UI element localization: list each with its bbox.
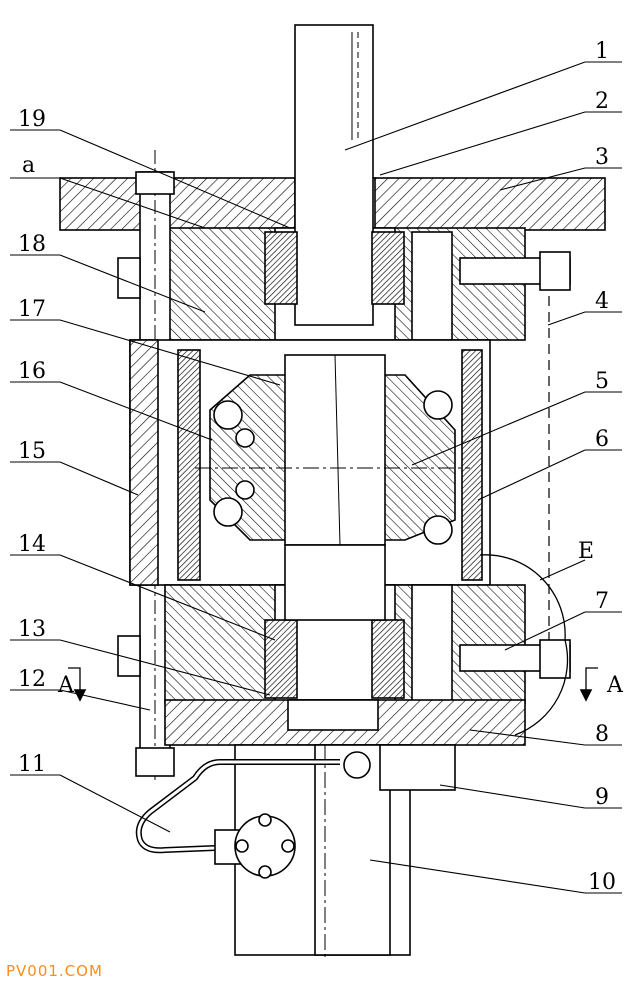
upper-bearing-right [371,231,405,305]
ball [423,390,453,420]
drawing-geometry [10,24,622,960]
label-11: 11 [18,752,46,777]
ball [213,497,243,527]
label-10: 10 [588,870,616,895]
label-4: 4 [595,289,609,314]
main-shaft [294,24,374,326]
label-7: 7 [595,589,609,614]
label-18: 18 [18,232,46,257]
label-8: 8 [595,722,609,747]
detail-circle-e [479,554,569,736]
label-9: 9 [595,785,609,810]
leader-lines [10,61,622,894]
upper-bearing-left [264,231,298,305]
lower-bearing-left [264,619,298,699]
label-15: 15 [18,439,46,464]
label-19: 19 [18,107,46,132]
label-16: 16 [18,359,46,384]
label-5: 5 [595,369,609,394]
label-14: 14 [18,532,46,557]
label-13: 13 [18,617,46,642]
label-a: a [22,153,35,178]
label-2: 2 [595,89,609,114]
label-17: 17 [18,297,46,322]
label-3: 3 [595,145,609,170]
watermark: PV001.COM [6,962,103,980]
section-label-left: A [57,673,75,698]
label-1: 1 [595,39,609,64]
label-12: 12 [18,667,46,692]
lower-bearing-right [371,619,405,699]
label-6: 6 [595,427,609,452]
section-label-right: A [606,673,624,698]
label-e: E [578,539,594,564]
part-labels: 1 2 3 4 5 6 7 8 9 10 11 12 13 14 15 16 1… [18,39,624,895]
ball [213,400,243,430]
ball [423,515,453,545]
